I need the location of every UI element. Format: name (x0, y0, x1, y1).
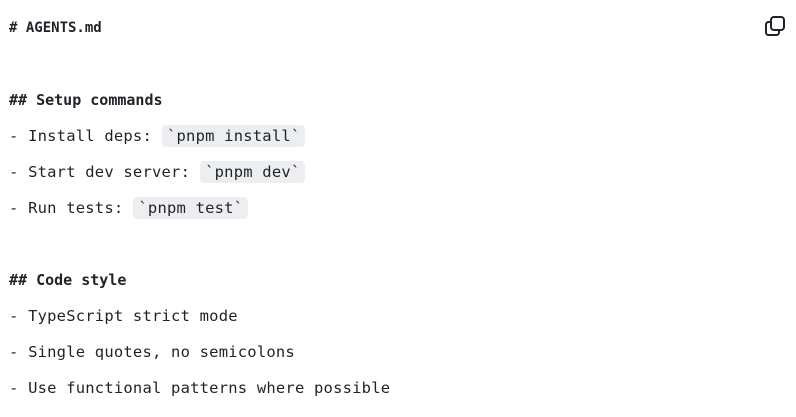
list-item: - Start dev server: `pnpm dev` (9, 161, 306, 183)
list-item-text: - Run tests: (9, 199, 124, 217)
list-item-text: - TypeScript strict mode (9, 307, 238, 325)
section-heading-setup: ## Setup commands (9, 91, 163, 109)
copy-button[interactable] (762, 15, 788, 41)
copy-icon (764, 15, 786, 41)
list-item: - Run tests: `pnpm test` (9, 197, 249, 219)
document-title: # AGENTS.md (9, 20, 102, 36)
section-heading-code-style: ## Code style (9, 271, 127, 289)
inline-code: `pnpm dev` (200, 161, 306, 183)
list-item-text: - Start dev server: (9, 163, 191, 181)
list-item-text: - Single quotes, no semicolons (9, 343, 295, 361)
list-item-text: - Use functional patterns where possible (9, 379, 391, 397)
inline-code: `pnpm test` (133, 197, 249, 219)
list-item: - TypeScript strict mode (9, 306, 238, 326)
list-item: - Install deps: `pnpm install` (9, 125, 306, 147)
list-item: - Use functional patterns where possible (9, 378, 390, 398)
list-item-text: - Install deps: (9, 127, 152, 145)
list-item: - Single quotes, no semicolons (9, 342, 295, 362)
inline-code: `pnpm install` (161, 125, 306, 147)
